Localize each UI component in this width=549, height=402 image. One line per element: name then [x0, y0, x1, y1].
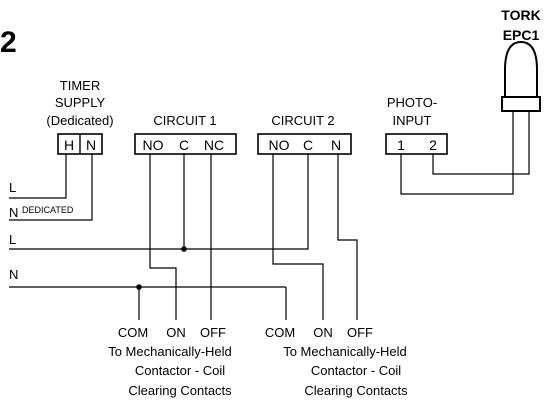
- photo-input-terminal-1: 1: [397, 137, 405, 153]
- timer-supply-terminal-block: [57, 133, 103, 155]
- photocell-sensor-icon: [501, 40, 541, 112]
- output1-desc-2: Contactor - Coil: [135, 363, 225, 378]
- circuit2-terminal-c: C: [303, 137, 313, 153]
- output2-com: COM: [265, 325, 295, 340]
- output1-off: OFF: [200, 325, 226, 340]
- photo-input-terminal-2: 2: [429, 137, 437, 153]
- circuit2-title: CIRCUIT 2: [271, 113, 334, 128]
- junction-n: [136, 284, 142, 290]
- circuit1-title: CIRCUIT 1: [153, 113, 216, 128]
- output1-desc-1: To Mechanically-Held: [108, 344, 232, 359]
- timer-supply-title-3: (Dedicated): [46, 113, 113, 128]
- photo-input-terminal-block: [385, 133, 448, 155]
- circuit2-terminal-block: [257, 133, 352, 155]
- output1-on: ON: [166, 325, 186, 340]
- wire-label-n-dedicated: N: [9, 205, 18, 220]
- sensor-model: EPC1: [503, 27, 540, 43]
- circuit1-terminal-block: [134, 133, 237, 155]
- circuit1-terminal-nc: NC: [204, 137, 224, 153]
- wire-label-l-dedicated: L: [9, 180, 16, 195]
- wire-n-dedicated: [9, 154, 93, 221]
- output2-desc-1: To Mechanically-Held: [283, 344, 407, 359]
- photo-input-title-2: INPUT: [393, 113, 432, 128]
- output2-desc-2: Contactor - Coil: [311, 363, 401, 378]
- figure-number: 2: [0, 26, 17, 59]
- output1-com: COM: [118, 325, 148, 340]
- wire-label-n-main: N: [9, 267, 18, 282]
- wire-label-l-main: L: [9, 232, 16, 247]
- timer-supply-title-2: SUPPLY: [55, 95, 106, 110]
- circuit2-terminal-no: NO: [269, 137, 290, 153]
- junction-l-c1: [181, 246, 187, 252]
- timer-terminal-n: N: [86, 137, 96, 153]
- circuit2-terminal-n: N: [331, 137, 341, 153]
- sensor-brand: TORK: [501, 7, 540, 23]
- circuit1-terminal-no: NO: [143, 137, 164, 153]
- timer-terminal-h: H: [64, 137, 74, 153]
- timer-supply-title-1: TIMER: [60, 78, 100, 93]
- output2-on: ON: [313, 325, 333, 340]
- photo-input-title-1: PHOTO-: [387, 95, 437, 110]
- dedicated-tag: DEDICATED: [22, 205, 74, 215]
- wire-l-dedicated: [9, 154, 67, 199]
- wire-l-main: [9, 154, 309, 250]
- output2-desc-3: Clearing Contacts: [304, 383, 408, 398]
- circuit1-terminal-c: C: [179, 137, 189, 153]
- output1-desc-3: Clearing Contacts: [128, 383, 232, 398]
- output2-off: OFF: [347, 325, 373, 340]
